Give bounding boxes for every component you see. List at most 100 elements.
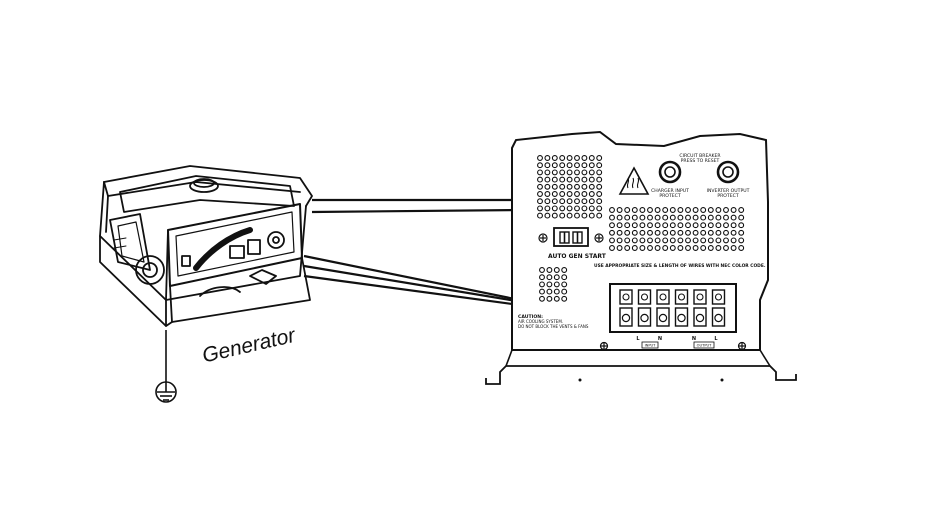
vent-hole	[551, 191, 558, 197]
vent-hole	[685, 222, 691, 229]
ac-terminal-post[interactable]	[656, 289, 670, 327]
vent-hole	[631, 222, 638, 229]
ac-terminal-post[interactable]	[693, 289, 707, 327]
vent-hole	[723, 229, 729, 236]
circuit-breaker-label: CIRCUIT BREAKER	[679, 153, 721, 159]
vent-hole	[574, 169, 580, 176]
vent-hole	[551, 183, 558, 190]
vent-hole	[677, 207, 684, 213]
vent-hole	[596, 169, 603, 176]
vent-hole	[609, 237, 615, 244]
vent-hole	[692, 214, 699, 221]
ac-terminal-block[interactable]	[609, 283, 737, 333]
vent-hole	[588, 191, 595, 197]
vent-hole	[616, 237, 623, 244]
vent-hole	[692, 229, 699, 236]
inverter-output-breaker[interactable]	[716, 160, 740, 184]
vent-hole	[631, 245, 638, 251]
vent-hole	[730, 222, 737, 229]
vent-hole	[654, 207, 661, 213]
vent-hole	[647, 222, 653, 229]
vent-hole	[559, 155, 566, 161]
vent-hole	[539, 288, 545, 295]
vent-hole	[574, 205, 580, 212]
vent-hole	[561, 281, 568, 288]
vent-hole	[677, 237, 684, 244]
vent-hole	[715, 237, 722, 244]
vent-hole	[723, 214, 729, 221]
vent-hole	[707, 207, 714, 213]
vent-hole	[551, 169, 558, 176]
vent-hole	[596, 176, 603, 183]
vent-hole	[730, 229, 737, 236]
vent-hole	[624, 245, 631, 251]
terminal-label-1: L	[636, 336, 640, 342]
vent-hole	[647, 214, 653, 221]
vent-hole	[654, 229, 661, 236]
vent-hole	[566, 191, 573, 197]
vent-hole	[609, 229, 615, 236]
vent-hole	[566, 162, 573, 169]
vent-hole	[685, 207, 691, 213]
ground-icon	[155, 330, 177, 403]
vent-hole	[596, 205, 603, 212]
vent-hole	[723, 237, 729, 244]
terminal-label-3: N	[692, 336, 696, 342]
vent-hole	[677, 214, 684, 221]
vent-hole	[639, 245, 646, 251]
terminal-screw-icon	[599, 341, 747, 351]
ac-terminal-post[interactable]	[619, 289, 633, 327]
vent-hole	[559, 183, 566, 190]
vent-hole	[537, 155, 543, 161]
vent-hole	[566, 205, 573, 212]
vent-hole	[551, 205, 558, 212]
vent-hole	[566, 176, 573, 183]
terminal-screw-icon	[538, 233, 604, 243]
ac-terminal-post[interactable]	[674, 289, 689, 327]
vent-hole	[539, 274, 545, 281]
auto-gen-start-terminal[interactable]	[553, 227, 589, 247]
caution-line-2: DO NOT BLOCK THE VENTS & FANS	[518, 324, 589, 329]
vent-hole	[692, 207, 699, 213]
vent-hole	[588, 198, 595, 205]
inverter-unit: CIRCUIT BREAKER PRESS TO RESET CHARGER I…	[485, 130, 797, 385]
vent-hole	[616, 207, 623, 213]
vent-hole	[707, 214, 714, 221]
vent-hole	[546, 295, 553, 302]
vent-hole	[685, 229, 691, 236]
vent-hole	[559, 198, 566, 205]
vent-hole	[609, 214, 615, 221]
vent-hole	[551, 198, 558, 205]
vent-hole	[639, 214, 646, 221]
vent-hole	[730, 245, 737, 251]
vent-hole	[616, 245, 623, 251]
terminal-label-2: N	[658, 336, 662, 342]
auto-gen-start-label: AUTO GEN START	[548, 253, 607, 260]
vent-hole	[700, 214, 707, 221]
vent-hole	[669, 207, 676, 213]
vent-hole	[669, 222, 676, 229]
ac-terminal-post[interactable]	[711, 289, 726, 327]
charger-input-protect-label: PROTECT	[659, 193, 680, 199]
vent-hole	[662, 207, 669, 213]
vent-hole	[546, 288, 553, 295]
vent-hole	[581, 169, 588, 176]
vent-hole	[730, 214, 737, 221]
vent-hole	[654, 222, 661, 229]
ac-terminal-post[interactable]	[637, 289, 652, 327]
vent-hole	[544, 205, 551, 212]
vent-hole	[707, 229, 714, 236]
vent-hole	[654, 237, 661, 244]
vent-hole	[581, 183, 588, 190]
charger-input-breaker[interactable]	[658, 160, 682, 184]
hot-surface-warning-icon	[618, 166, 650, 195]
vent-hole	[588, 183, 595, 190]
vent-hole	[546, 281, 553, 288]
vent-hole	[677, 222, 684, 229]
vent-hole	[537, 176, 543, 183]
vent-hole	[539, 267, 545, 273]
generator-illustration	[99, 165, 313, 327]
vent-hole	[544, 191, 551, 197]
